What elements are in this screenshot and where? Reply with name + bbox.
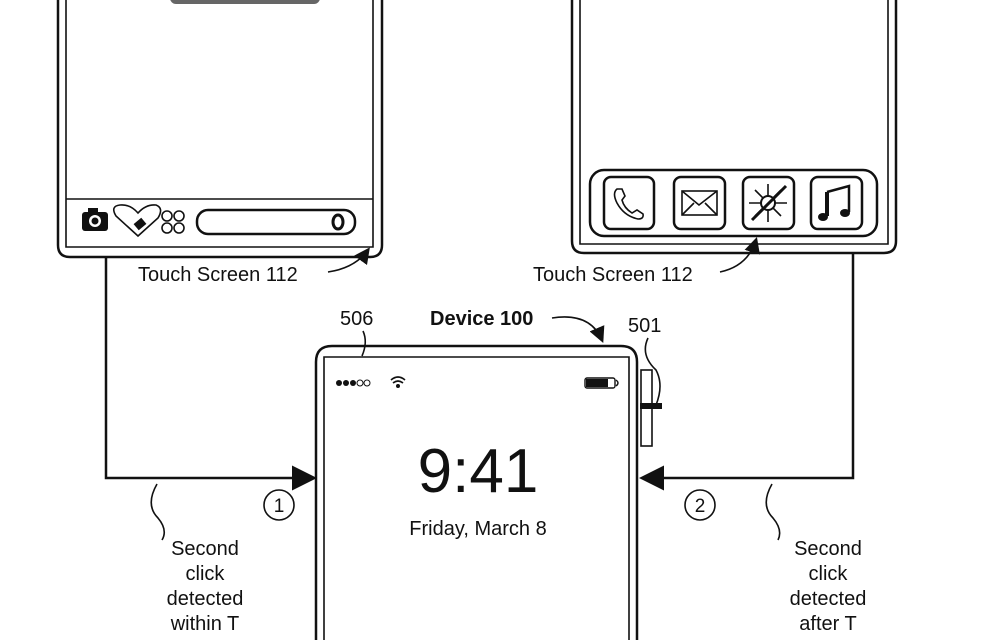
step-2-marker: 2 [695,496,706,517]
step-1: 1 Second click detected within T [150,483,295,635]
phone-icon[interactable] [602,175,656,231]
center-device: 9:41 Friday, March 8 506 Device 100 501 [314,308,662,640]
lock-screen-time: 9:41 [418,437,539,506]
apps-grid-icon [161,210,185,234]
step-1-text-line: Second [171,538,239,560]
search-bar[interactable] [195,208,357,236]
camera-icon [82,208,108,231]
step-2-text-line: detected [790,588,867,610]
right-touch-screen-label: Touch Screen 112 [533,264,693,286]
lock-screen-date: Friday, March 8 [409,518,546,540]
safari-icon[interactable] [741,175,796,231]
arrow-after-t [639,253,855,491]
left-device: Touch Screen 112 [56,0,384,286]
step-2-text-line: Second [794,538,862,560]
step-1-text-line: within T [170,613,240,635]
step-1-text-line: detected [167,588,244,610]
ref-501: 501 [628,315,661,337]
mail-icon[interactable] [672,175,727,231]
right-device: Touch Screen 112 [533,0,898,286]
step-2: 2 Second click detected after T [684,483,867,635]
step-1-text-line: click [186,563,226,585]
left-touch-screen-label: Touch Screen 112 [138,264,298,286]
dock [588,168,879,238]
music-icon[interactable] [809,175,864,231]
step-2-text-line: click [809,563,849,585]
battery-icon [584,377,619,389]
step-1-marker: 1 [274,496,285,517]
signal-strength-icon [336,379,371,387]
step-2-text-line: after T [799,613,856,635]
arrow-within-t [104,257,317,491]
wifi-icon [390,376,406,388]
ref-506: 506 [340,308,373,330]
top-bar [170,0,320,4]
device-title: Device 100 [430,308,533,330]
search-bar-icon [331,213,345,231]
health-icon [112,204,162,238]
